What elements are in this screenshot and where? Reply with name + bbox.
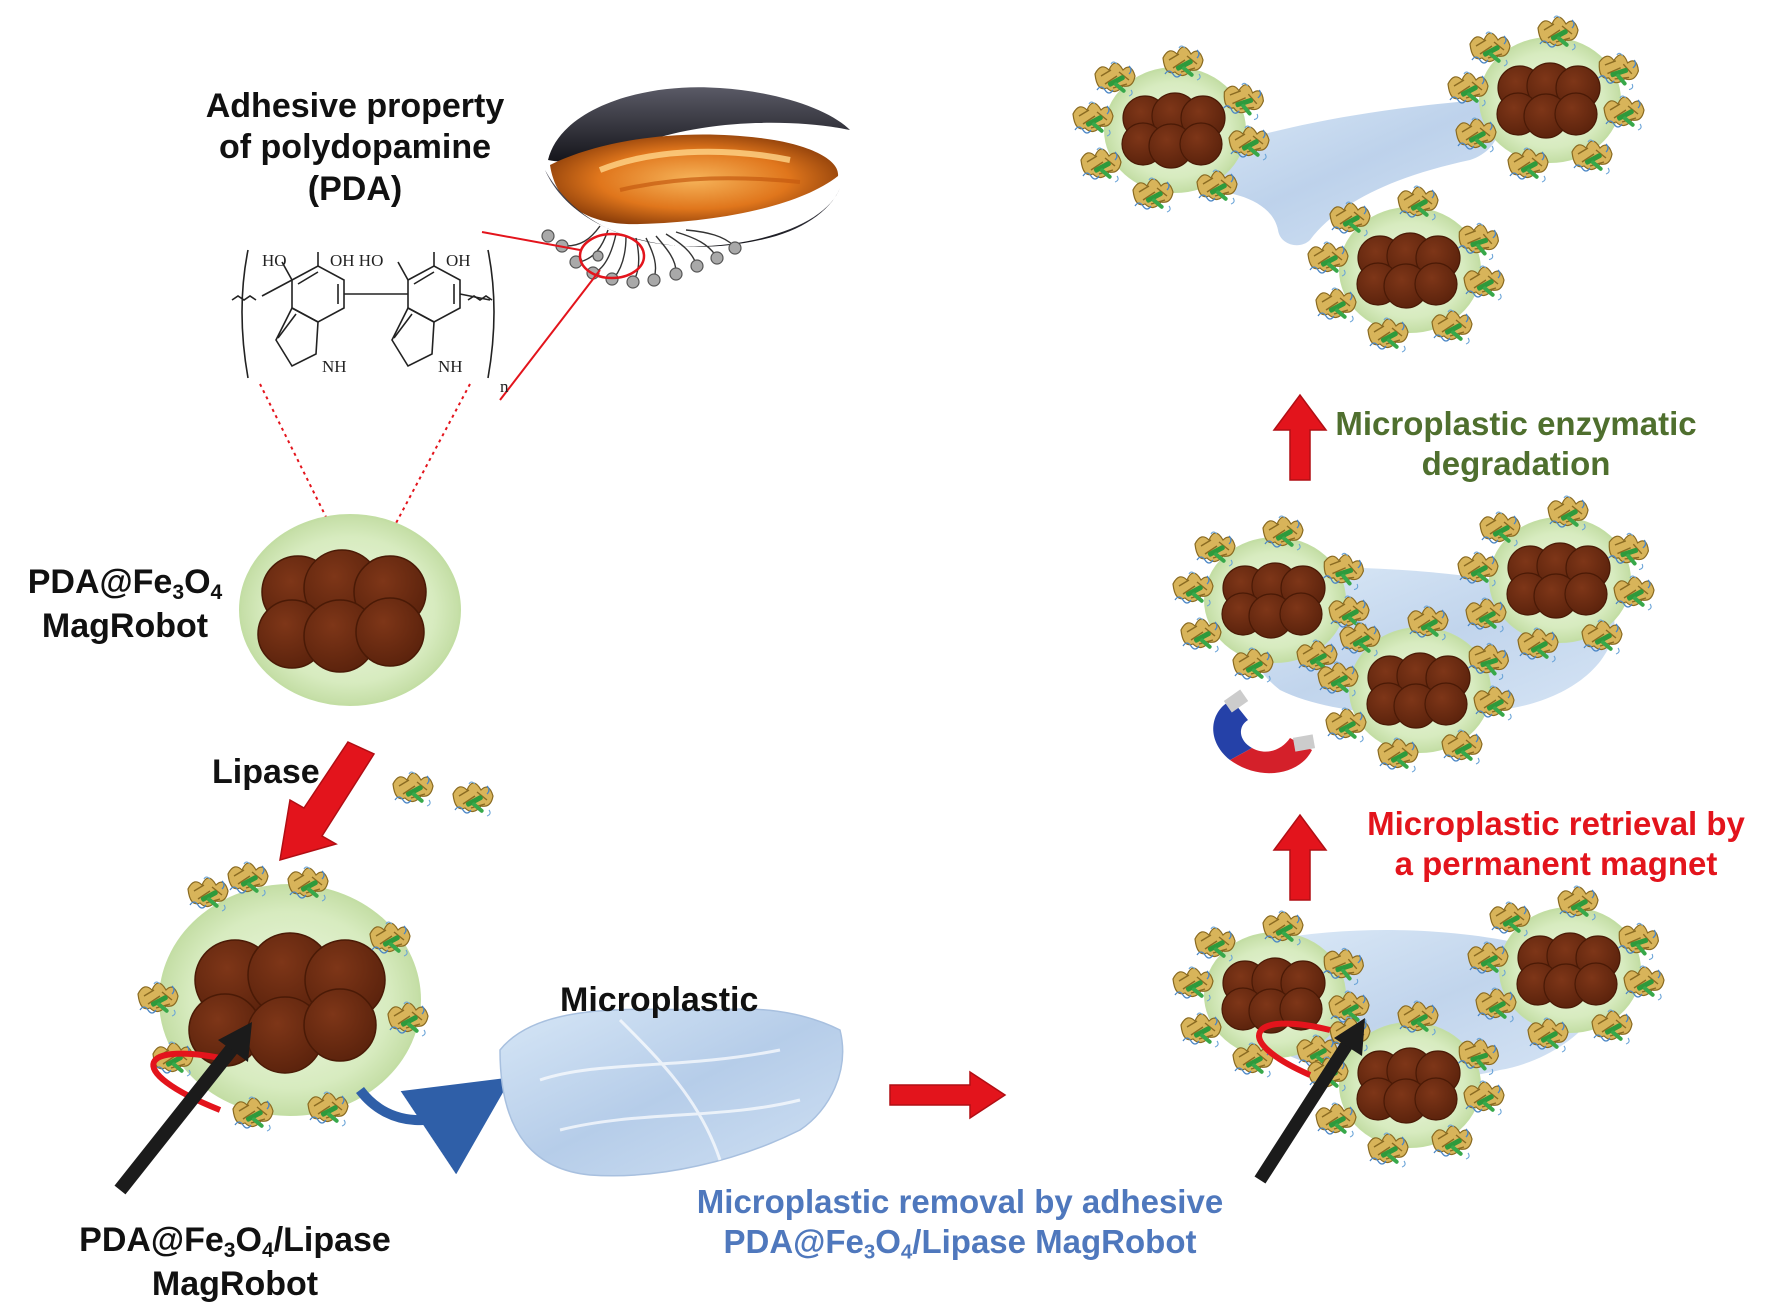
nh-left-label: NH (322, 357, 347, 376)
retrieval-line-2: a permanent magnet (1394, 845, 1718, 883)
magrobots-degrading-microplastic (1073, 16, 1644, 352)
retrieval-caption: Microplastic retrieval by a permanent ma… (1346, 804, 1766, 885)
lipase-magrobot-name: MagRobot (151, 1264, 319, 1303)
lipase-enzyme-icon (392, 771, 494, 817)
adhesive-line-1: Adhesive property (205, 87, 505, 125)
rotation-arrow-icon (1254, 1018, 1365, 1184)
oh-ho-label: OH HO (330, 251, 383, 270)
repeat-n-label: n (500, 377, 509, 396)
lipase-magrobot-formula: PDA@Fe3O4/Lipase (79, 1221, 391, 1262)
mussel-shell-icon (541, 87, 850, 289)
ho-left-label: HO (262, 251, 287, 270)
lipase-arrow (279, 741, 376, 862)
lipase-magrobot-label: PDA@Fe3O4/Lipase MagRobot (70, 1220, 400, 1305)
adhesive-property-label: Adhesive property of polydopamine (PDA) (190, 86, 520, 210)
pda-chemical-structure (231, 249, 495, 379)
adhesive-line-2: of polydopamine (219, 128, 491, 167)
transfer-arrow (356, 1077, 512, 1175)
adhesive-line-3: (PDA) (307, 169, 403, 208)
removal-caption: Microplastic removal by adhesive PDA@Fe3… (670, 1182, 1250, 1266)
magrobot-formula: PDA@Fe3O4 (27, 563, 223, 604)
magrobot-name: MagRobot (41, 606, 209, 645)
magrobot-label: PDA@Fe3O4 MagRobot (10, 562, 240, 647)
up-arrow-retrieval (1272, 813, 1328, 901)
zoom-dotted-line (394, 383, 471, 526)
nh-right-label: NH (438, 357, 463, 376)
connector-line (499, 269, 601, 401)
removal-line-2: PDA@Fe3O4/Lipase MagRobot (723, 1223, 1197, 1264)
magrobots-capturing-microplastic (1173, 886, 1664, 1167)
connector-line (481, 231, 581, 251)
degradation-line-1: Microplastic enzymatic (1335, 405, 1697, 442)
degradation-caption: Microplastic enzymatic degradation (1316, 404, 1716, 485)
retrieval-line-1: Microplastic retrieval by (1367, 805, 1745, 842)
oh-right-label: OH (446, 251, 471, 270)
horseshoe-magnet-icon (1213, 689, 1316, 774)
pda-fe3o4-magrobot (239, 514, 461, 706)
process-arrow (889, 1070, 1007, 1120)
pda-structure-labels: HO OH HO OH NH NH n (262, 251, 509, 396)
removal-line-1: Microplastic removal by adhesive (696, 1183, 1224, 1220)
microplastic-icon (499, 1008, 844, 1177)
magrobots-retrieved (1173, 496, 1654, 772)
degradation-line-2: degradation (1421, 445, 1611, 483)
rotation-arrow-icon (114, 1022, 252, 1195)
zoom-dotted-line (259, 383, 331, 526)
lipase-label: Lipase (212, 753, 320, 791)
microplastic-label: Microplastic (560, 981, 759, 1019)
up-arrow-degradation (1272, 393, 1328, 481)
